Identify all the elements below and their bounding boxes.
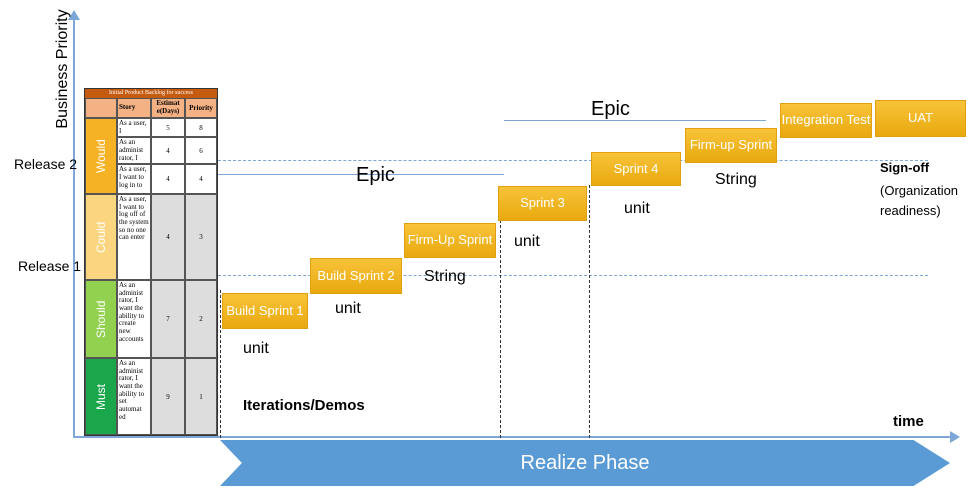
priority-cell: 1 (185, 358, 217, 435)
estimate-cell: 5 (151, 118, 185, 138)
backlog-header-row: Story Estimat e(Days) Priority (85, 98, 217, 118)
priority-cell: 8 (185, 118, 217, 138)
priority-cell: 2 (185, 280, 217, 358)
x-axis-arrow (950, 431, 960, 443)
y-axis-label: Business Priority (54, 9, 71, 129)
priority-would: Would (85, 118, 117, 194)
y-axis-arrow (68, 10, 80, 20)
priority-could: Could (85, 194, 117, 280)
step-box-5: Sprint 4 (591, 152, 681, 186)
step-caption-4: unit (514, 233, 540, 250)
story-cell: As an administ rator, I want the ability… (117, 280, 151, 358)
priority-cell: 6 (185, 137, 217, 165)
phase-label: Realize Phase (520, 451, 650, 474)
story-cell: As an administ rator, I want the ability… (117, 358, 151, 435)
step-caption-6: String (715, 171, 757, 188)
separator-3 (589, 185, 590, 438)
backlog-header-blank (85, 98, 117, 118)
table-row: As a user, I want to log in to 4 4 (117, 164, 217, 194)
backlog-group-would: Would As a user, I 5 8 As an administ ra… (85, 118, 217, 194)
backlog-group-should: Should As an administ rator, I want the … (85, 280, 217, 358)
iterations-label: Iterations/Demos (243, 397, 365, 414)
backlog-header-story: Story (117, 98, 151, 118)
step-box-4: Sprint 3 (498, 186, 587, 221)
backlog-title: Initial Product Backlog for success (85, 89, 217, 98)
phase-arrow: Realize Phase (220, 440, 950, 486)
estimate-cell: 4 (151, 164, 185, 194)
table-row: As a user, I 5 8 (117, 118, 217, 138)
signoff-detail: (Organization readiness) (880, 183, 959, 218)
priority-should: Should (85, 280, 117, 358)
step-box-1: Build Sprint 1 (222, 293, 308, 329)
estimate-cell: 9 (151, 358, 185, 435)
release-1-line (218, 275, 928, 276)
release-2-label: Release 2 (14, 156, 78, 172)
story-cell: As a user, I want to log off of the syst… (117, 194, 151, 280)
story-cell: As an administ rator, I (117, 137, 151, 165)
story-cell: As a user, I want to log in to (117, 164, 151, 194)
step-caption-2: unit (335, 300, 361, 317)
estimate-cell: 4 (151, 137, 185, 165)
step-caption-1: unit (243, 340, 269, 357)
separator-2 (500, 215, 501, 438)
x-axis (73, 436, 953, 438)
epic-line-2 (504, 120, 766, 121)
table-row: As an administ rator, I want the ability… (117, 280, 217, 358)
step-box-8: UAT (875, 100, 966, 137)
backlog-header-priority: Priority (185, 98, 217, 118)
epic-line-1 (218, 174, 504, 175)
estimate-cell: 4 (151, 194, 185, 280)
backlog-group-must: Must As an administ rator, I want the ab… (85, 358, 217, 435)
backlog-header-estimate: Estimat e(Days) (151, 98, 185, 118)
y-axis (73, 18, 75, 438)
step-box-2: Build Sprint 2 (310, 258, 402, 294)
epic-label-2: Epic (591, 98, 630, 120)
x-axis-label: time (893, 413, 924, 430)
release-1-label: Release 1 (18, 258, 82, 274)
release-2-line (218, 160, 928, 161)
step-caption-5: unit (624, 200, 650, 217)
step-box-7: Integration Test (780, 103, 872, 138)
table-row: As an administ rator, I 4 6 (117, 137, 217, 165)
product-backlog-table: Initial Product Backlog for success Stor… (84, 88, 218, 436)
step-box-3: Firm-Up Sprint (404, 223, 496, 258)
priority-cell: 4 (185, 164, 217, 194)
step-caption-3: String (424, 268, 466, 285)
table-row: As a user, I want to log off of the syst… (117, 194, 217, 280)
step-box-6: Firm-up Sprint (685, 128, 777, 163)
backlog-group-could: Could As a user, I want to log off of th… (85, 194, 217, 280)
story-cell: As a user, I (117, 118, 151, 138)
estimate-cell: 7 (151, 280, 185, 358)
signoff-title: Sign-off (880, 160, 930, 175)
table-row: As an administ rator, I want the ability… (117, 358, 217, 435)
priority-must: Must (85, 358, 117, 435)
separator-1 (220, 290, 221, 438)
epic-label-1: Epic (356, 164, 395, 186)
priority-cell: 3 (185, 194, 217, 280)
